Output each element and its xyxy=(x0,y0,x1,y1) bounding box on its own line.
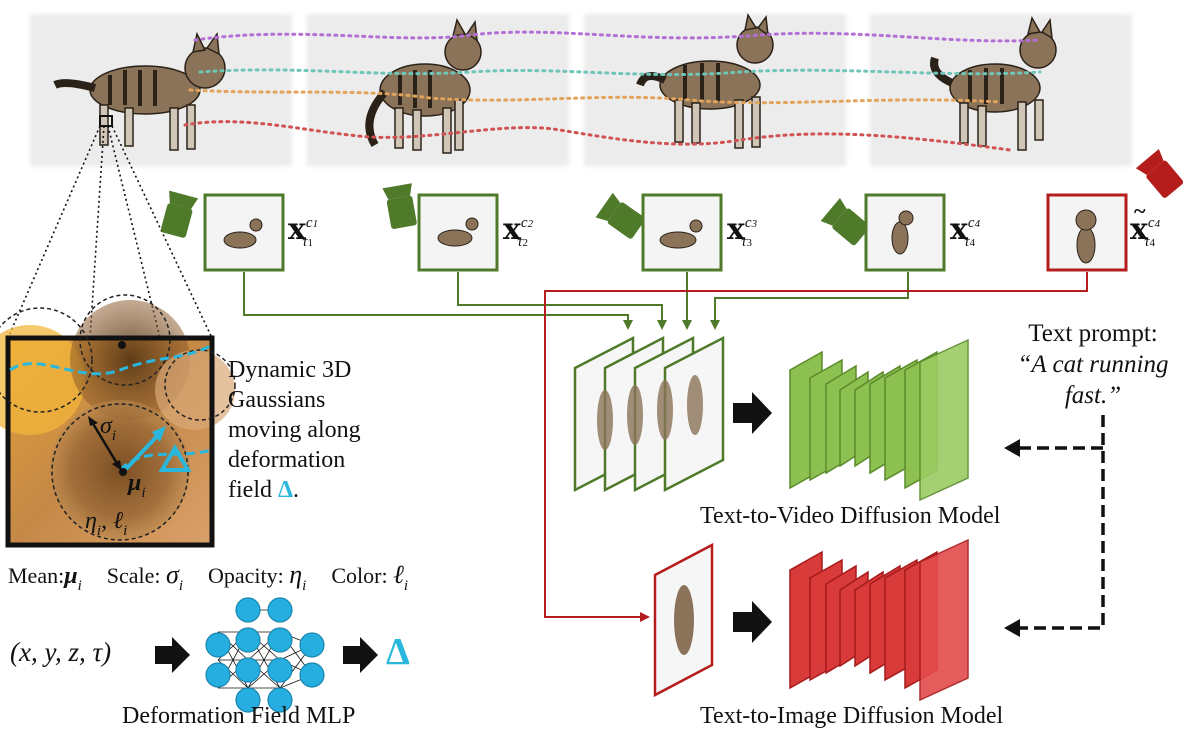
trajectory-red xyxy=(183,120,1012,152)
routing-lines xyxy=(243,272,1088,622)
camera-icon-4 xyxy=(820,197,870,246)
description-line-4: deformation xyxy=(228,447,346,473)
trajectory-teal xyxy=(198,68,1042,77)
arrow-to-video-model xyxy=(733,392,772,434)
trajectory-purple xyxy=(193,30,1042,43)
description-line-1: Dynamic 3D xyxy=(228,357,352,383)
delta-icon: Δ xyxy=(277,477,294,503)
gaussians-description: Dynamic 3D Gaussians moving along deform… xyxy=(228,355,361,505)
image-diffusion-model xyxy=(789,538,969,702)
prompt-line-2: fast.” xyxy=(1064,382,1122,409)
black-arrows xyxy=(155,392,772,673)
cat-1 xyxy=(53,31,226,151)
mlp-network xyxy=(205,597,325,713)
motion-trajectories xyxy=(183,30,1042,152)
prompt-line-1: “A cat running xyxy=(1017,351,1169,378)
mlp-output-delta-icon: Δ xyxy=(386,631,410,673)
eta-ell-label: ηi, ℓi xyxy=(85,508,128,539)
image-model-title: Text-to-Image Diffusion Model xyxy=(700,703,1004,729)
camera-icon-3 xyxy=(595,192,645,239)
video-frame-cats xyxy=(597,375,703,450)
attribute-legend: Mean:μi Scale: σi Opacity: ηi Color: ℓi xyxy=(8,560,409,594)
camera-icons xyxy=(160,148,1184,246)
sigma-label: σi xyxy=(100,413,117,444)
zoom-source-square xyxy=(99,115,113,127)
camera-icon-2 xyxy=(382,183,417,229)
camera-icon-5 xyxy=(1135,148,1184,198)
prompt-heading: Text prompt: xyxy=(1028,320,1158,347)
mlp-title: Deformation Field MLP xyxy=(122,703,356,729)
prompt-arrowhead-image xyxy=(1004,619,1020,637)
arrow-mlp-in xyxy=(155,637,190,673)
scale-label: Scale: xyxy=(106,563,161,588)
image-frame-cat xyxy=(674,585,694,655)
color-label: Color: xyxy=(331,563,388,588)
mu-label: μi xyxy=(128,470,146,501)
camera-icon-1 xyxy=(160,190,199,238)
mean-symbol: μ xyxy=(64,563,78,589)
mlp-input: (x, y, z, τ) xyxy=(10,637,112,667)
prompt-arrowhead-video xyxy=(1004,439,1020,457)
description-line-2: Gaussians xyxy=(228,387,326,413)
description-line-3: moving along xyxy=(228,417,361,443)
view-label-5: ~xc4τ4 xyxy=(1130,198,1161,250)
description-line-5: field Δ. xyxy=(228,477,300,503)
cat-2 xyxy=(365,18,482,154)
view-label-1: xc1τ1 xyxy=(288,212,319,250)
cat-renderings xyxy=(53,12,1057,154)
view-label-3: xc3τ3 xyxy=(727,212,758,250)
gaussian-zoom-panel xyxy=(0,294,236,548)
arrow-mlp-out xyxy=(343,637,378,673)
video-diffusion-model xyxy=(789,338,969,502)
video-model-title: Text-to-Video Diffusion Model xyxy=(700,503,1001,529)
trajectory-orange xyxy=(188,88,1002,105)
view-label-4: xc4τ4 xyxy=(950,212,981,250)
arrow-to-image-model xyxy=(733,601,772,643)
prompt-conditioning-arrows xyxy=(1020,415,1105,630)
text-prompt: Text prompt: “A cat running fast.” xyxy=(1000,318,1186,411)
view-label-2: xc2τ2 xyxy=(503,212,534,250)
view-thumbnails xyxy=(203,193,1128,272)
mean-label: Mean: xyxy=(8,563,65,588)
opacity-label: Opacity: xyxy=(208,563,284,588)
